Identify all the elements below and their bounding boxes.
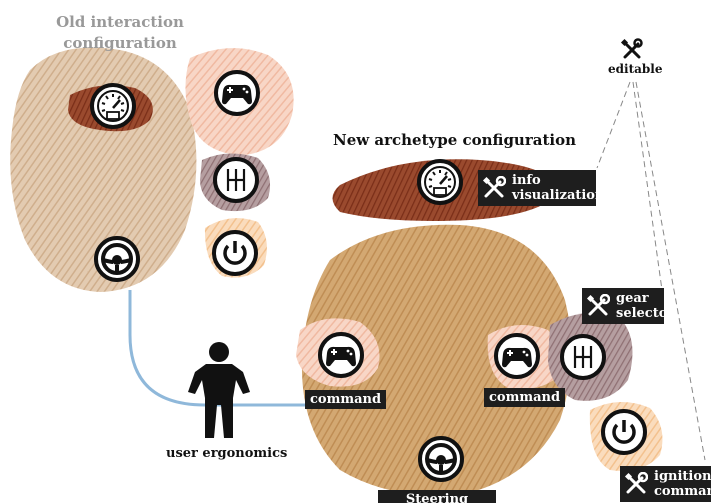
old-speedometer-icon: [90, 83, 136, 129]
info-visualization-text: info visualization: [512, 173, 605, 203]
command-right-label: command: [484, 388, 566, 407]
new-command-right-gamepad-icon: [494, 333, 540, 379]
new-config-title: New archetype configuration: [333, 131, 576, 149]
wrench-screwdriver-icon: [624, 472, 648, 494]
user-ergonomics-label: user ergonomics: [166, 446, 288, 461]
old-gear-shift-icon: [213, 157, 259, 203]
wrench-screwdriver-icon: [482, 176, 506, 198]
old-steering-wheel-icon: [94, 236, 140, 282]
new-command-left-gamepad-icon: [318, 332, 364, 378]
new-gear-shift-icon: [560, 334, 606, 380]
wrench-screwdriver-icon: [586, 294, 610, 316]
gear-selector-text: gear selector: [616, 291, 675, 321]
editable-label: editable: [608, 62, 663, 76]
info-visualization-label: info visualization: [478, 170, 604, 206]
new-config-blob: [301, 224, 572, 496]
gear-selector-label: gear selector: [582, 288, 674, 324]
ergonomics-connector: [128, 290, 305, 407]
steering-wheel-label: Steering wheel: [378, 490, 496, 503]
old-gamepad-icon: [214, 70, 260, 116]
user-person-icon: [188, 342, 250, 438]
new-steering-wheel-icon: [418, 436, 464, 482]
command-left-label: command: [305, 390, 387, 409]
ignition-command-label: ignition command: [620, 466, 711, 502]
new-power-icon: [601, 409, 647, 455]
editable-wrench-screwdriver-icon: [620, 38, 643, 59]
old-config-title: Old interaction configuration: [56, 13, 184, 52]
new-speedometer-icon: [417, 159, 463, 205]
editable-dashed-lines: [596, 81, 706, 461]
ignition-command-text: ignition command: [654, 469, 711, 499]
old-power-icon: [212, 230, 258, 276]
